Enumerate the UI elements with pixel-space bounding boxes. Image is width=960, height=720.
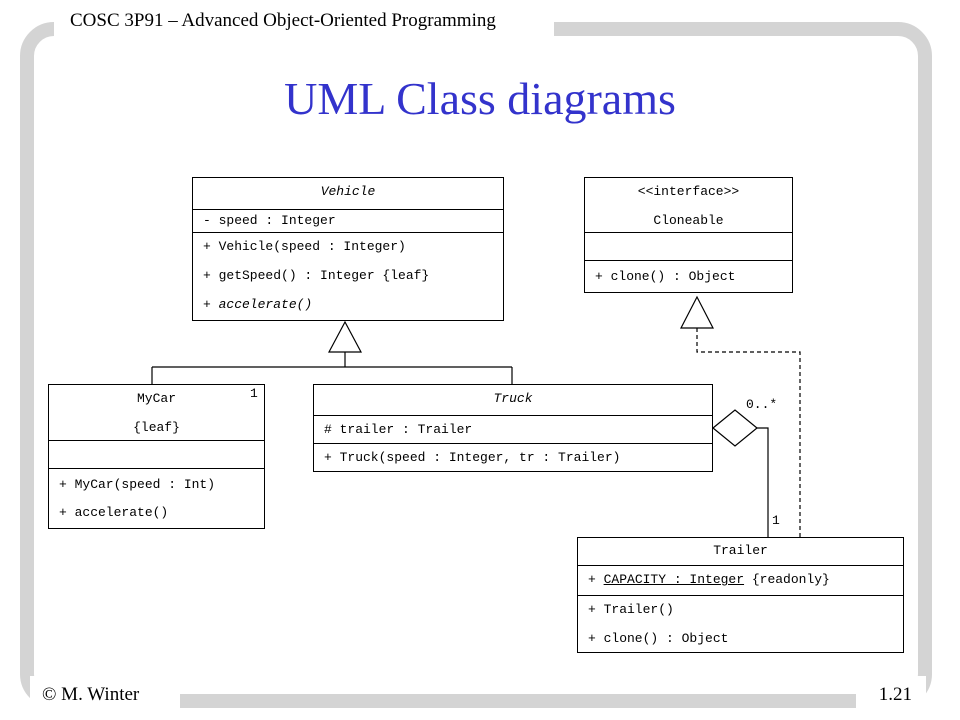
header-gap xyxy=(54,8,554,42)
aggregation-line xyxy=(757,427,769,538)
class-name: Trailer xyxy=(713,543,768,558)
attribute-property: {readonly} xyxy=(744,572,830,587)
course-title: COSC 3P91 – Advanced Object-Oriented Pro… xyxy=(70,10,496,31)
empty-compartment xyxy=(585,232,792,260)
class-mycar: MyCar {leaf} + MyCar(speed : Int) + acce… xyxy=(48,384,265,529)
operation: + Truck(speed : Integer, tr : Trailer) xyxy=(324,450,621,465)
generalization-arrowhead xyxy=(328,320,362,353)
mycar-multiplicity: 1 xyxy=(250,386,258,401)
empty-compartment xyxy=(49,440,264,468)
operation: + Trailer() xyxy=(588,602,674,617)
class-name: Cloneable xyxy=(653,213,724,228)
slide-title: UML Class diagrams xyxy=(284,73,676,124)
aggregation-multiplicity: 0..* xyxy=(746,397,778,412)
page-number: 1.21 xyxy=(878,684,912,705)
operation: + getSpeed() : Integer {leaf} xyxy=(203,268,430,283)
class-vehicle: Vehicle - speed : Integer + Vehicle(spee… xyxy=(192,177,504,321)
footer-gap-right xyxy=(856,676,926,716)
trailer-multiplicity: 1 xyxy=(772,513,780,528)
attribute-visibility: + xyxy=(588,572,604,587)
realization-line xyxy=(696,328,801,538)
class-trailer: Trailer + CAPACITY : Integer {readonly} … xyxy=(577,537,904,653)
static-attribute: CAPACITY : Integer xyxy=(603,572,745,587)
class-name: MyCar xyxy=(136,391,176,406)
operation: + accelerate() xyxy=(59,505,169,520)
attribute: - speed : Integer xyxy=(203,213,336,228)
footer-gap-left xyxy=(30,676,180,716)
aggregation-diamond xyxy=(712,409,758,447)
attribute: # trailer : Trailer xyxy=(324,422,473,437)
class-cloneable: <<interface>> Cloneable + clone() : Obje… xyxy=(584,177,793,293)
operation: + MyCar(speed : Int) xyxy=(59,477,216,492)
class-truck: Truck # trailer : Trailer + Truck(speed … xyxy=(313,384,713,472)
operation: + Vehicle(speed : Integer) xyxy=(203,239,406,254)
class-name: Truck xyxy=(493,391,533,406)
operation: + accelerate() xyxy=(203,297,313,312)
stereotype: <<interface>> xyxy=(637,184,740,199)
footer-author: © M. Winter xyxy=(42,684,140,705)
class-name: Vehicle xyxy=(320,184,376,199)
class-property: {leaf} xyxy=(133,420,180,435)
operation: + clone() : Object xyxy=(588,631,729,646)
attribute: + CAPACITY : Integer {readonly} xyxy=(578,572,903,588)
realization-arrowhead xyxy=(680,295,714,329)
operation: + clone() : Object xyxy=(595,269,736,284)
